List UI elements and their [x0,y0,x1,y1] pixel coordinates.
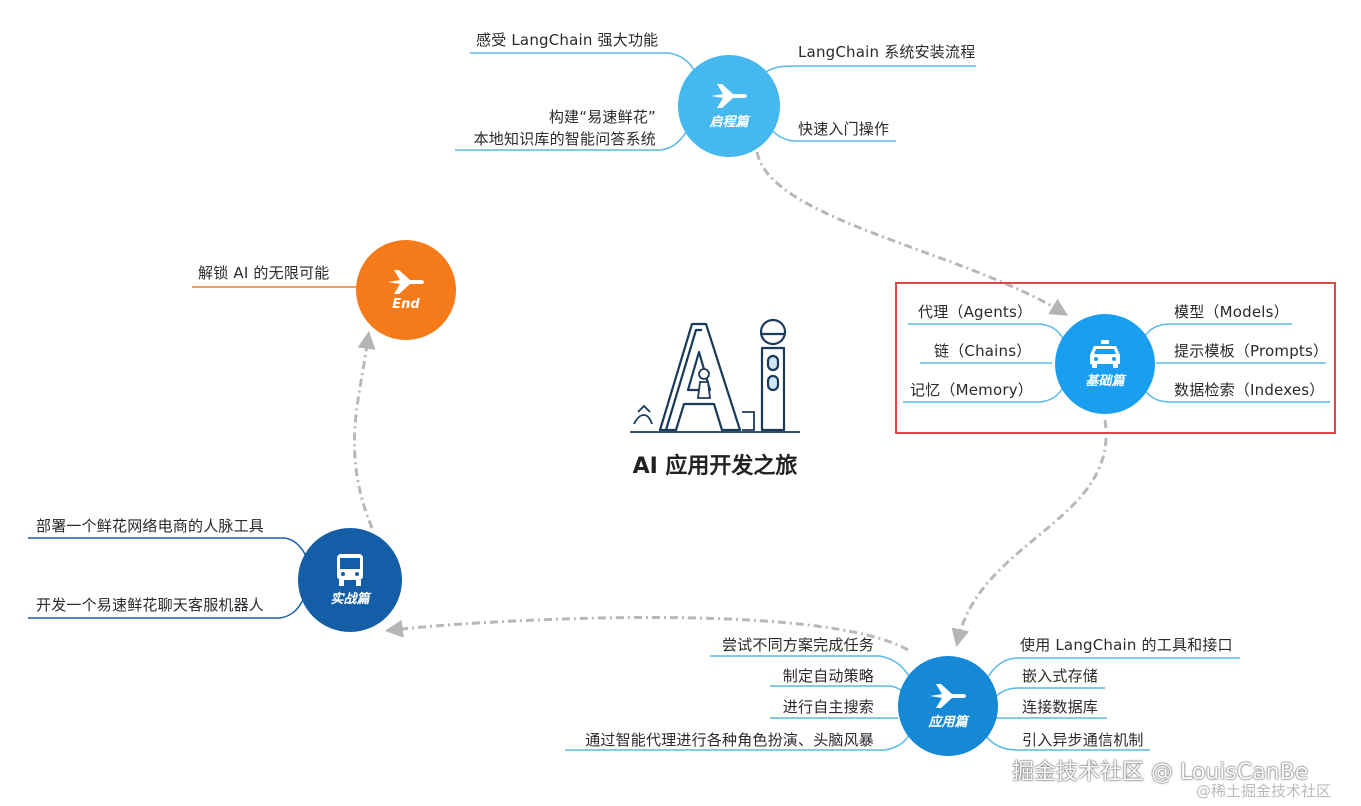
node-title: 应用篇 [928,711,967,730]
node-title: 启程篇 [709,111,748,130]
branch-label: 快速入门操作 [798,119,889,139]
node-end[interactable]: End [356,240,456,340]
branch-label: 代理（Agents） [918,302,1032,322]
branch-label: 感受 LangChain 强大功能 [476,30,658,50]
node-jichu[interactable]: 基础篇 [1055,314,1155,414]
branch-label: 通过智能代理进行各种角色扮演、头脑风暴 [474,730,874,750]
node-shizhan[interactable]: 实战篇 [298,528,402,632]
watermark-sub: @稀土掘金技术社区 [1196,780,1331,801]
branch-label: 连接数据库 [1022,697,1098,717]
airplane-icon [386,269,426,295]
airplane-icon [709,83,749,109]
path-jichu-to-yingyong [958,420,1106,640]
bus-icon [335,554,365,586]
node-yingyong[interactable]: 应用篇 [898,656,998,756]
center-title: AI 应用开发之旅 [600,448,830,480]
ai-logo-illustration [630,312,810,442]
branch-label: 本地知识库的智能问答系统 [456,129,656,149]
node-title: End [392,297,419,312]
branch-label: 构建“易速鲜花” [456,107,656,127]
branch-label: 记忆（Memory） [910,380,1033,400]
branch-label: 解锁 AI 的无限可能 [198,263,329,283]
branch-label: 制定自动策略 [674,666,874,686]
branch-label: 引入异步通信机制 [1022,730,1144,750]
branch-label: 使用 LangChain 的工具和接口 [1020,635,1233,655]
airplane-icon [928,683,968,709]
branch-label: 进行自主搜索 [674,697,874,717]
branch-label: 尝试不同方案完成任务 [674,635,874,655]
car-icon [1088,340,1122,368]
branch-label: 嵌入式存储 [1022,666,1098,686]
branch-label: 提示模板（Prompts） [1174,341,1328,361]
node-title: 实战篇 [330,588,369,607]
node-title: 基础篇 [1085,370,1124,389]
branch-label: 链（Chains） [934,341,1031,361]
branch-label: 部署一个鲜花网络电商的人脉工具 [36,516,264,536]
path-shizhan-to-end [354,338,372,528]
branch-label: LangChain 系统安装流程 [798,42,975,62]
branch-label: 模型（Models） [1174,302,1289,322]
branch-label: 开发一个易速鲜花聊天客服机器人 [36,595,264,615]
branch-label: 数据检索（Indexes） [1174,380,1324,400]
node-qicheng[interactable]: 启程篇 [678,55,780,157]
